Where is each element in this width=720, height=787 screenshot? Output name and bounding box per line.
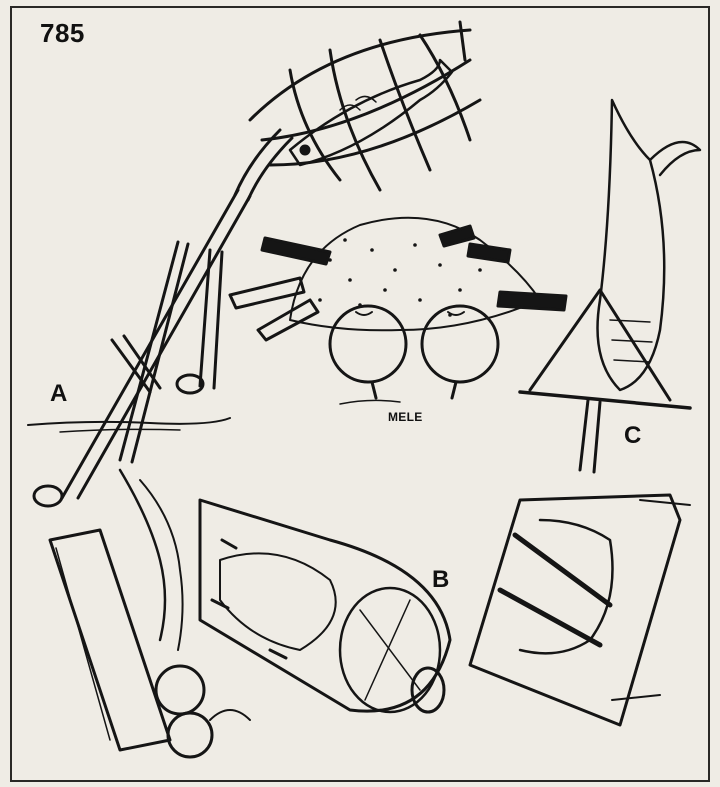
- label-b: B: [432, 566, 450, 593]
- apples-label: MELE: [388, 410, 423, 424]
- page-number: 785: [40, 18, 85, 48]
- figure-a-stick-roaster: [27, 20, 482, 508]
- figure-b-plank-cooking: [48, 468, 691, 759]
- figure-c-fish-on-frame: [518, 98, 702, 474]
- label-a: A: [50, 380, 68, 407]
- label-c: C: [624, 422, 642, 449]
- page-border: [10, 6, 710, 782]
- fire-pit-with-apples: [228, 216, 568, 405]
